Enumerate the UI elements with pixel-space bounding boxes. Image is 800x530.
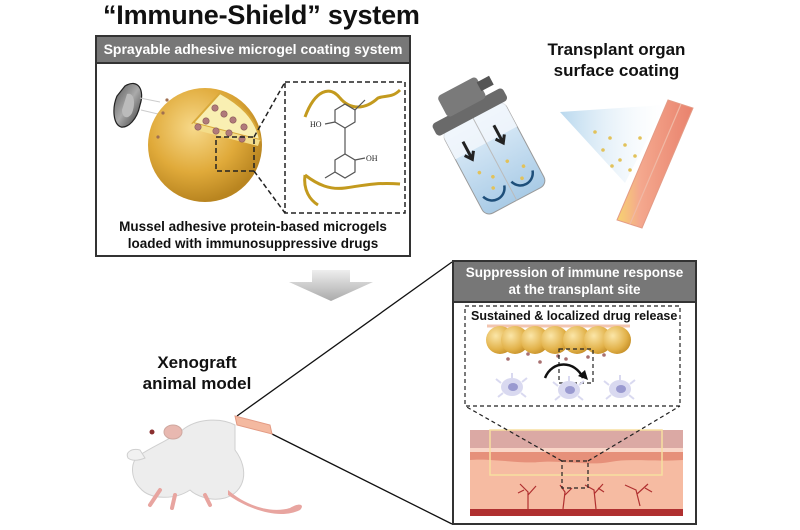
spray-bottle-icon xyxy=(432,75,665,215)
hydroxyl-label-right: OH xyxy=(366,154,378,163)
drug-release-inset xyxy=(464,305,681,407)
animal-model-label: Xenograft animal model xyxy=(132,352,262,394)
mouse-icon xyxy=(126,415,302,515)
zoom-connector-top xyxy=(236,261,453,417)
tissue-cross-section-icon xyxy=(464,405,683,516)
microgel-caption-line2: loaded with immunosuppressive drugs xyxy=(127,236,379,251)
mussel-shell-icon xyxy=(113,82,161,128)
animal-label-line1: Xenograft xyxy=(157,353,237,372)
immune-cell-icon xyxy=(495,373,636,401)
spray-section-label: Transplant organ surface coating xyxy=(534,39,699,81)
transplant-organ-icon xyxy=(616,99,694,229)
microgel-panel-header: Sprayable adhesive microgel coating syst… xyxy=(97,37,409,64)
catechol-structure-inset: HO OH xyxy=(284,81,406,214)
zoom-connector-bottom xyxy=(271,433,453,525)
hydroxyl-label-left: HO xyxy=(310,120,322,129)
spray-label-line2: surface coating xyxy=(553,61,680,80)
drug-release-label: Sustained & localized drug release xyxy=(471,309,678,323)
suppression-panel: Suppression of immune response at the tr… xyxy=(452,260,697,525)
suppression-header-line2: at the transplant site xyxy=(508,282,641,297)
suppression-header-line1: Suppression of immune response xyxy=(465,265,684,280)
microgel-sphere-icon xyxy=(148,81,286,214)
microgel-caption: Mussel adhesive protein-based microgels … xyxy=(97,218,409,252)
suppression-panel-header: Suppression of immune response at the tr… xyxy=(454,262,695,303)
microgel-layer xyxy=(486,326,631,354)
animal-label-line2: animal model xyxy=(142,374,252,393)
diagram-title: “Immune-Shield” system xyxy=(103,0,420,30)
down-arrow-icon xyxy=(289,270,373,301)
microgel-caption-line1: Mussel adhesive protein-based microgels xyxy=(119,219,387,234)
spray-label-line1: Transplant organ xyxy=(547,40,686,59)
